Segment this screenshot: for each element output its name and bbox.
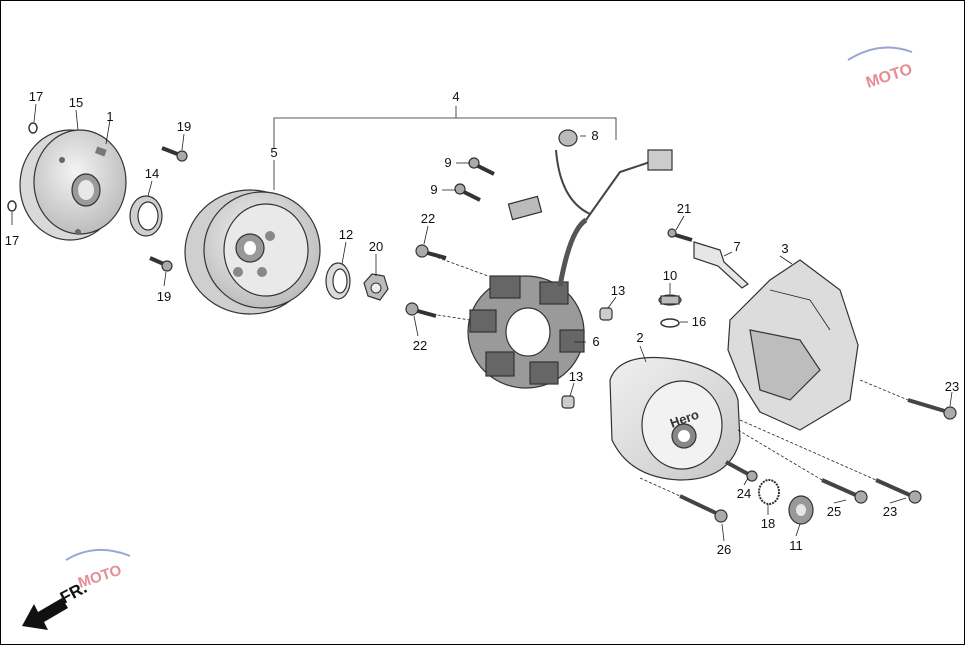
- part-5-flywheel-rotor[interactable]: [184, 189, 321, 315]
- label-1: 1: [106, 109, 113, 124]
- label-18: 18: [761, 516, 775, 531]
- part-24-bolt[interactable]: [725, 460, 758, 482]
- label-5: 5: [270, 145, 277, 160]
- part-17-o-ring-bottom[interactable]: [7, 200, 17, 212]
- label-7: 7: [733, 239, 740, 254]
- label-16: 16: [692, 314, 706, 329]
- part-17-o-ring-top[interactable]: [28, 122, 38, 134]
- label-25: 25: [827, 504, 841, 519]
- part-8-grommet[interactable]: [558, 129, 578, 147]
- part-19-bolt-bottom[interactable]: [149, 256, 173, 272]
- part-18-toothed-washer[interactable]: [758, 479, 780, 505]
- part-4-bracket: [273, 106, 617, 148]
- label-4: 4: [452, 89, 459, 104]
- label-22-bottom: 22: [413, 338, 427, 353]
- label-10: 10: [663, 268, 677, 283]
- part-3-fan-shroud[interactable]: [727, 259, 859, 431]
- label-2: 2: [636, 330, 643, 345]
- watermark-top: MOTO: [847, 46, 915, 92]
- part-6-stator[interactable]: [467, 217, 588, 389]
- label-9-bottom: 9: [430, 182, 437, 197]
- part-14-oil-seal[interactable]: [129, 195, 163, 237]
- label-8: 8: [591, 128, 598, 143]
- part-21-bolt[interactable]: [667, 228, 693, 242]
- label-6: 6: [592, 334, 599, 349]
- label-12: 12: [339, 227, 353, 242]
- label-19-bottom: 19: [157, 289, 171, 304]
- part-19-bolt-top[interactable]: [161, 146, 188, 162]
- part-4-wiring-harness[interactable]: [507, 149, 673, 221]
- part-25-bolt[interactable]: [737, 429, 868, 504]
- part-2-crankcase-cover[interactable]: Hero: [609, 356, 741, 481]
- part-9-screw-top[interactable]: [468, 157, 495, 176]
- label-17-bottom: 17: [5, 233, 19, 248]
- leader-lines: [11, 103, 953, 542]
- label-24: 24: [737, 486, 751, 501]
- label-11: 11: [789, 538, 803, 553]
- part-12-washer[interactable]: [325, 262, 351, 300]
- part-11-cap[interactable]: [788, 495, 814, 525]
- front-arrow-icon: [22, 598, 68, 630]
- part-26-bolt[interactable]: [639, 477, 728, 523]
- label-17-top: 17: [29, 89, 43, 104]
- watermark-text-top: MOTO: [864, 61, 915, 92]
- label-26: 26: [717, 542, 731, 557]
- label-20: 20: [369, 239, 383, 254]
- part-20-nut[interactable]: [363, 273, 389, 301]
- part-16-o-ring[interactable]: [660, 318, 680, 328]
- part-10-plug[interactable]: [658, 294, 682, 306]
- label-13-top: 13: [611, 283, 625, 298]
- part-23-bolt-lower[interactable]: [739, 419, 922, 504]
- label-15: 15: [69, 95, 83, 110]
- part-labels: 17 15 1 17 14 19 19 4 5 12 20 8 9 9 22 2…: [5, 89, 959, 557]
- front-direction-indicator: FR.: [22, 578, 90, 630]
- label-13-bottom: 13: [569, 369, 583, 384]
- part-15-flywheel-cover[interactable]: [19, 129, 127, 241]
- label-3: 3: [781, 241, 788, 256]
- label-9-top: 9: [444, 155, 451, 170]
- label-23-lower: 23: [883, 504, 897, 519]
- part-9-screw-bottom[interactable]: [454, 183, 481, 202]
- part-22-bolt-top[interactable]: [415, 244, 489, 277]
- label-22-top: 22: [421, 211, 435, 226]
- part-22-bolt-bottom[interactable]: [405, 302, 471, 321]
- label-14: 14: [145, 166, 159, 181]
- label-21: 21: [677, 201, 691, 216]
- part-7-wire-clamp[interactable]: [693, 241, 749, 289]
- part-23-bolt-upper[interactable]: [859, 379, 957, 420]
- part-13-dowel-bottom[interactable]: [561, 395, 575, 409]
- part-13-dowel-top[interactable]: [599, 307, 613, 321]
- label-19-top: 19: [177, 119, 191, 134]
- label-23-upper: 23: [945, 379, 959, 394]
